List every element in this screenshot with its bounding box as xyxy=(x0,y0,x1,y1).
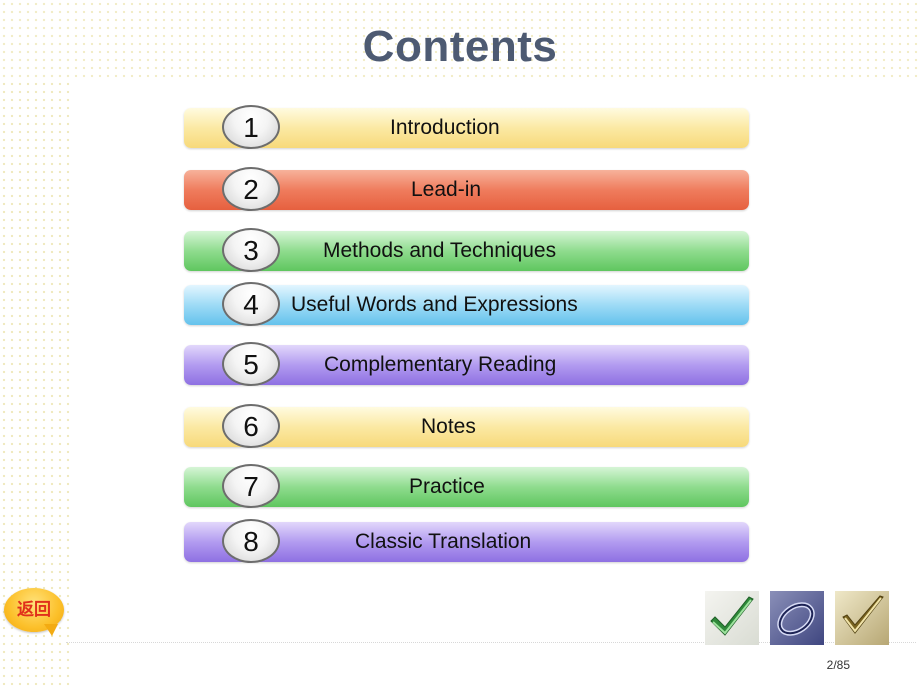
menu-item-practice[interactable]: 7 Practice xyxy=(184,464,749,508)
menu-item-label: Classic Translation xyxy=(355,530,532,553)
menu-item-methods-and-techniques[interactable]: 3 Methods and Techniques xyxy=(184,228,749,272)
background-dots-top xyxy=(0,0,920,82)
green-checkmark-icon xyxy=(705,591,759,645)
menu-item-lead-in[interactable]: 2 Lead-in xyxy=(184,167,749,211)
speech-bubble-icon xyxy=(44,624,58,636)
menu-item-label: Introduction xyxy=(390,116,500,139)
menu-item-classic-translation[interactable]: 8 Classic Translation xyxy=(184,519,749,563)
back-button[interactable]: 返回 xyxy=(4,588,64,636)
menu-item-number: 7 xyxy=(222,464,280,508)
menu-item-label: Notes xyxy=(421,415,476,438)
menu-item-number: 6 xyxy=(222,404,280,448)
menu-item-label: Practice xyxy=(409,475,485,498)
back-button-label: 返回 xyxy=(17,600,51,619)
blue-ring-icon xyxy=(770,591,824,645)
menu-item-notes[interactable]: 6 Notes xyxy=(184,404,749,448)
footer-divider xyxy=(66,642,916,643)
menu-item-number: 1 xyxy=(222,105,280,149)
menu-item-label: Methods and Techniques xyxy=(323,239,557,262)
background-dots-left xyxy=(0,0,72,690)
menu-item-number: 8 xyxy=(222,519,280,563)
menu-item-number: 5 xyxy=(222,342,280,386)
menu-item-label: Useful Words and Expressions xyxy=(291,293,578,316)
menu-item-label: Lead-in xyxy=(411,178,482,201)
menu-item-number: 3 xyxy=(222,228,280,272)
page-number: 2/85 xyxy=(826,658,850,672)
menu-item-number: 4 xyxy=(222,282,280,326)
page-title: Contents xyxy=(362,22,558,71)
menu-item-introduction[interactable]: 1 Introduction xyxy=(184,105,749,149)
menu-item-complementary-reading[interactable]: 5 Complementary Reading xyxy=(184,342,749,386)
menu-item-label: Complementary Reading xyxy=(324,353,557,376)
gold-checkmark-icon xyxy=(835,591,889,645)
menu-item-useful-words-and-expressions[interactable]: 4 Useful Words and Expressions xyxy=(184,282,749,326)
menu-item-number: 2 xyxy=(222,167,280,211)
